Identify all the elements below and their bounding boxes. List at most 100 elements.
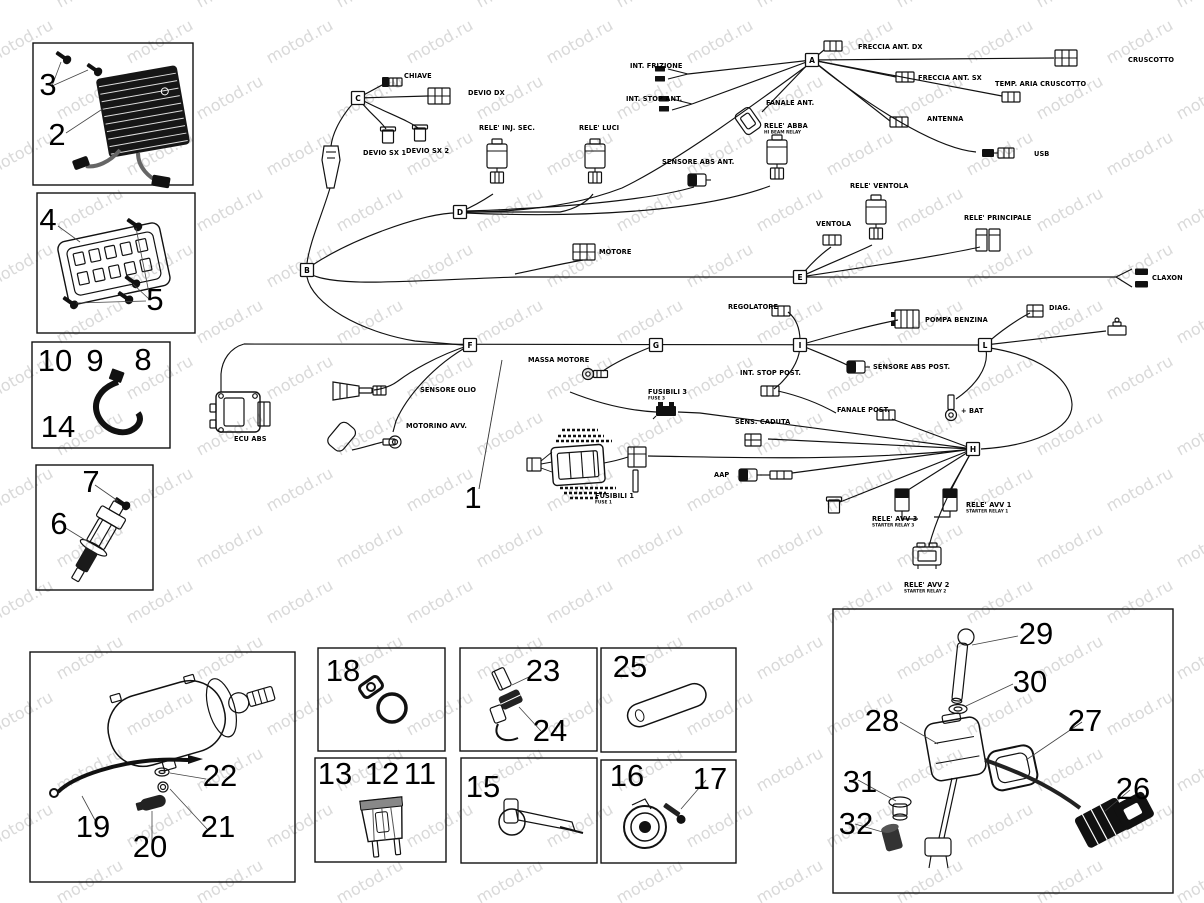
watermark: motod.ru bbox=[893, 0, 966, 11]
node-letter-H: H bbox=[970, 445, 976, 454]
devio-dx-glyph bbox=[427, 87, 451, 105]
watermark: motod.ru bbox=[193, 295, 266, 347]
watermark: motod.ru bbox=[403, 687, 476, 739]
panel-p1: 32 bbox=[32, 42, 194, 189]
part-number-31: 31 bbox=[843, 764, 877, 799]
watermark: motod.ru bbox=[753, 407, 826, 459]
watermark: motod.ru bbox=[333, 0, 406, 11]
temp-aria-cruscotto-glyph bbox=[1001, 91, 1021, 103]
watermark: motod.ru bbox=[683, 127, 756, 179]
watermark: motod.ru bbox=[193, 71, 266, 123]
part-number-21: 21 bbox=[201, 809, 235, 844]
component-label-sensore-abs-ant: SENSORE ABS ANT. bbox=[662, 158, 734, 166]
part-number-28: 28 bbox=[865, 703, 899, 738]
watermark: motod.ru bbox=[893, 183, 966, 235]
watermark: motod.ru bbox=[0, 575, 56, 627]
bat-glyph bbox=[944, 394, 958, 422]
rele-avv-1-glyph bbox=[942, 488, 958, 512]
sensore-abs-post-glyph bbox=[846, 360, 870, 374]
watermark: motod.ru bbox=[123, 463, 196, 515]
part-number-22: 22 bbox=[203, 758, 237, 793]
part-number-4: 4 bbox=[39, 202, 56, 237]
watermark: motod.ru bbox=[193, 183, 266, 235]
watermark: motod.ru bbox=[193, 519, 266, 571]
watermark: motod.ru bbox=[1103, 687, 1176, 739]
part-number-27: 27 bbox=[1068, 703, 1102, 738]
node-G: G bbox=[648, 337, 664, 353]
injector-glyph bbox=[321, 145, 341, 189]
watermark: motod.ru bbox=[333, 519, 406, 571]
component-label-freccia-ant-dx: FRECCIA ANT. DX bbox=[858, 43, 923, 51]
rele-avv-3-glyph bbox=[894, 488, 910, 512]
watermark: motod.ru bbox=[753, 0, 826, 11]
rele-principale-glyph bbox=[975, 228, 1001, 252]
component-label-pompa-benzina: POMPA BENZINA bbox=[925, 316, 989, 324]
part-number-25: 25 bbox=[613, 649, 647, 684]
ecu-main-glyph bbox=[526, 428, 629, 500]
watermark: motod.ru bbox=[1173, 519, 1204, 571]
rele-inj-sec-glyph bbox=[486, 138, 508, 184]
component-sublabel-fusibili-1: FUSE 1 bbox=[595, 500, 612, 506]
claxon-glyph bbox=[1135, 268, 1148, 288]
component-label-bat: + BAT bbox=[961, 407, 984, 415]
watermark: motod.ru bbox=[1103, 351, 1176, 403]
freccia-ant-dx-glyph bbox=[823, 40, 843, 52]
component-label-massa-motore: MASSA MOTORE bbox=[528, 356, 590, 364]
part-number-12: 12 bbox=[365, 756, 399, 791]
freccia-ant-sx-glyph bbox=[895, 71, 915, 83]
component-label-rele-inj-sec: RELE' INJ. SEC. bbox=[479, 124, 535, 132]
part-number-26: 26 bbox=[1116, 771, 1150, 806]
part-number-19: 19 bbox=[76, 809, 110, 844]
sens-caduta-glyph bbox=[744, 433, 762, 447]
node-letter-G: G bbox=[653, 341, 659, 350]
sensore-abs-ant-glyph bbox=[687, 173, 711, 187]
watermark: motod.ru bbox=[263, 463, 336, 515]
watermark: motod.ru bbox=[753, 519, 826, 571]
watermark: motod.ru bbox=[683, 575, 756, 627]
panel-p4: 76 bbox=[35, 464, 154, 591]
panel-p9: 15 bbox=[460, 757, 598, 864]
watermark: motod.ru bbox=[963, 351, 1036, 403]
watermark: motod.ru bbox=[263, 127, 336, 179]
watermark: motod.ru bbox=[1033, 183, 1106, 235]
node-letter-I: I bbox=[799, 341, 802, 350]
watermark: motod.ru bbox=[473, 0, 546, 11]
component-label-diag: DIAG. bbox=[1049, 304, 1070, 312]
watermark: motod.ru bbox=[0, 463, 56, 515]
rele-abba-glyph bbox=[766, 134, 788, 180]
part-number-14: 14 bbox=[41, 409, 75, 444]
component-sublabel-fusibili-3: FUSE 3 bbox=[648, 396, 665, 402]
part-number-5: 5 bbox=[146, 282, 163, 317]
sensore-olio-glyph bbox=[332, 381, 387, 401]
part-number-6: 6 bbox=[50, 506, 67, 541]
watermark: motod.ru bbox=[1173, 0, 1204, 11]
component-label-sens-caduta: SENS. CADUTA bbox=[735, 418, 791, 426]
part-number-32: 32 bbox=[839, 806, 873, 841]
node-letter-F: F bbox=[467, 341, 472, 350]
antenna-glyph bbox=[889, 116, 909, 128]
watermark: motod.ru bbox=[53, 183, 126, 235]
component-label-sensore-olio: SENSORE OLIO bbox=[420, 386, 476, 394]
component-label-rele-abba: RELE' ABBA bbox=[764, 122, 809, 130]
motorino-avv-glyph bbox=[327, 421, 402, 452]
aap-glyph bbox=[738, 468, 793, 482]
callout-1: 1 bbox=[464, 480, 481, 515]
watermark: motod.ru bbox=[1103, 463, 1176, 515]
watermark: motod.ru bbox=[473, 519, 546, 571]
node-B: B bbox=[299, 262, 315, 278]
node-H: H bbox=[965, 441, 981, 457]
watermark: motod.ru bbox=[823, 463, 896, 515]
int-stop-ant-glyph bbox=[659, 96, 669, 112]
component-label-rele-luci: RELE' LUCI bbox=[579, 124, 619, 132]
devio-sx-2-glyph bbox=[411, 124, 429, 142]
rele-avv-2-glyph bbox=[912, 542, 942, 569]
component-sublabel-rele-avv-2: STARTER RELAY 2 bbox=[904, 589, 946, 595]
node-A: A bbox=[804, 52, 820, 68]
panel-p10: 25 bbox=[600, 647, 737, 753]
watermark: motod.ru bbox=[683, 687, 756, 739]
part-number-2: 2 bbox=[48, 117, 65, 152]
